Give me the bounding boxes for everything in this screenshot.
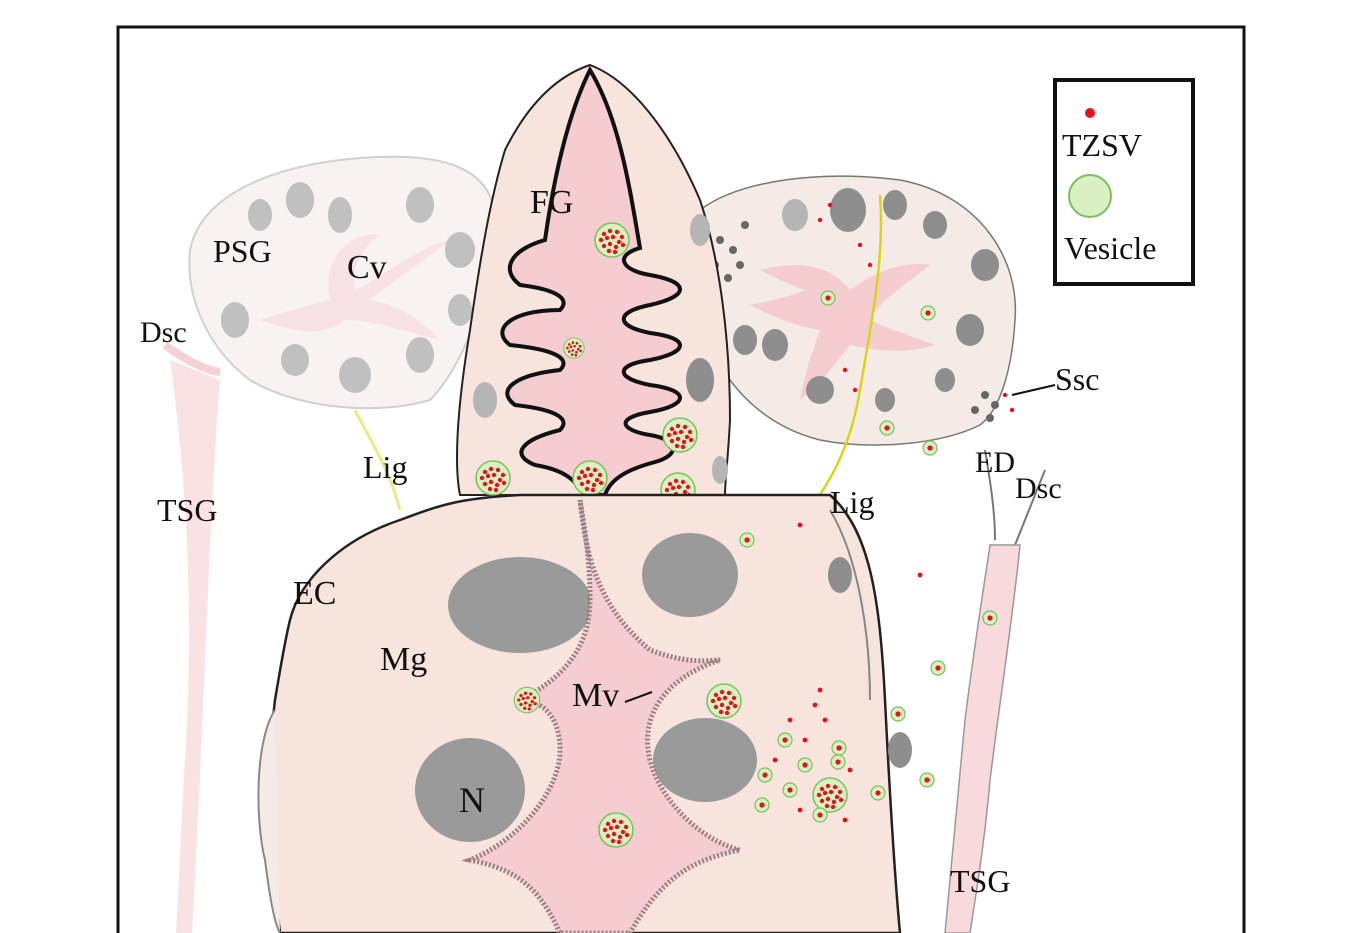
label-dsc-left: Dsc [140,316,187,349]
label-psg: PSG [213,233,272,269]
label-ec: EC [293,575,336,612]
label-fg: FG [530,184,573,221]
legend-tzsv-swatch [1085,108,1095,118]
label-tsg-left: TSG [157,492,217,528]
label-mv: Mv [572,677,619,714]
legend-vesicle-swatch [1069,175,1111,217]
label-ssc: Ssc [1055,361,1099,397]
legend-tzsv-label: TZSV [1062,127,1142,163]
label-ed: ED [975,446,1015,479]
label-mg: Mg [380,641,427,678]
label-n: N [459,780,485,820]
midgut [258,495,945,933]
label-lig-right: Lig [830,484,874,520]
label-tsg-right: TSG [950,863,1010,899]
legend: TZSV Vesicle [1055,80,1193,284]
label-lig-left: Lig [363,449,407,485]
label-cv: Cv [347,249,387,286]
label-dsc-right: Dsc [1015,472,1062,505]
legend-vesicle-label: Vesicle [1064,230,1156,266]
